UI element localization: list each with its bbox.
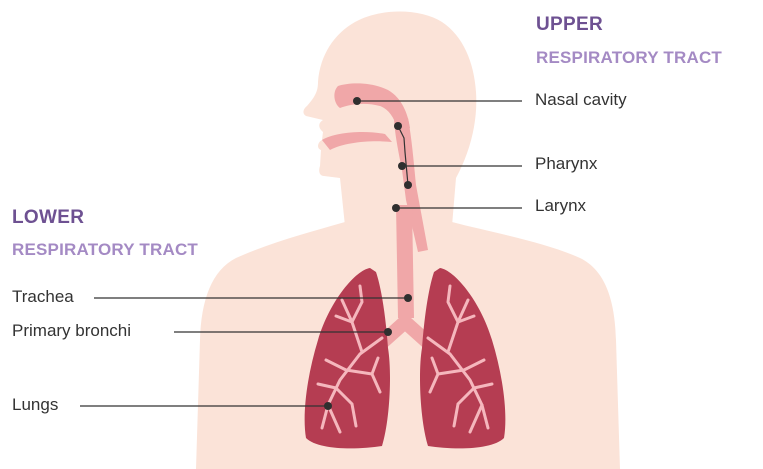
lungs-dot: [324, 402, 332, 410]
nasal-cavity-dot: [353, 97, 361, 105]
pharynx-dot-top: [394, 122, 402, 130]
pharynx-dot-bottom: [404, 181, 412, 189]
trachea-label: Trachea: [12, 287, 74, 307]
primary-bronchi-label: Primary bronchi: [12, 321, 131, 341]
larynx-label: Larynx: [535, 196, 586, 216]
pharynx-label: Pharynx: [535, 154, 597, 174]
trachea-shape: [396, 205, 414, 318]
lungs-label: Lungs: [12, 395, 58, 415]
lower-tract-subheading: RESPIRATORY TRACT: [12, 240, 198, 260]
head-silhouette: [303, 12, 476, 227]
upper-tract-heading: UPPER: [536, 14, 603, 36]
trachea-dot: [404, 294, 412, 302]
larynx-dot: [392, 204, 400, 212]
primary-bronchi-dot: [384, 328, 392, 336]
lower-tract-heading: LOWER: [12, 207, 84, 229]
pharynx-dot-middle: [398, 162, 406, 170]
nasal-cavity-label: Nasal cavity: [535, 90, 627, 110]
upper-tract-subheading: RESPIRATORY TRACT: [536, 48, 722, 68]
